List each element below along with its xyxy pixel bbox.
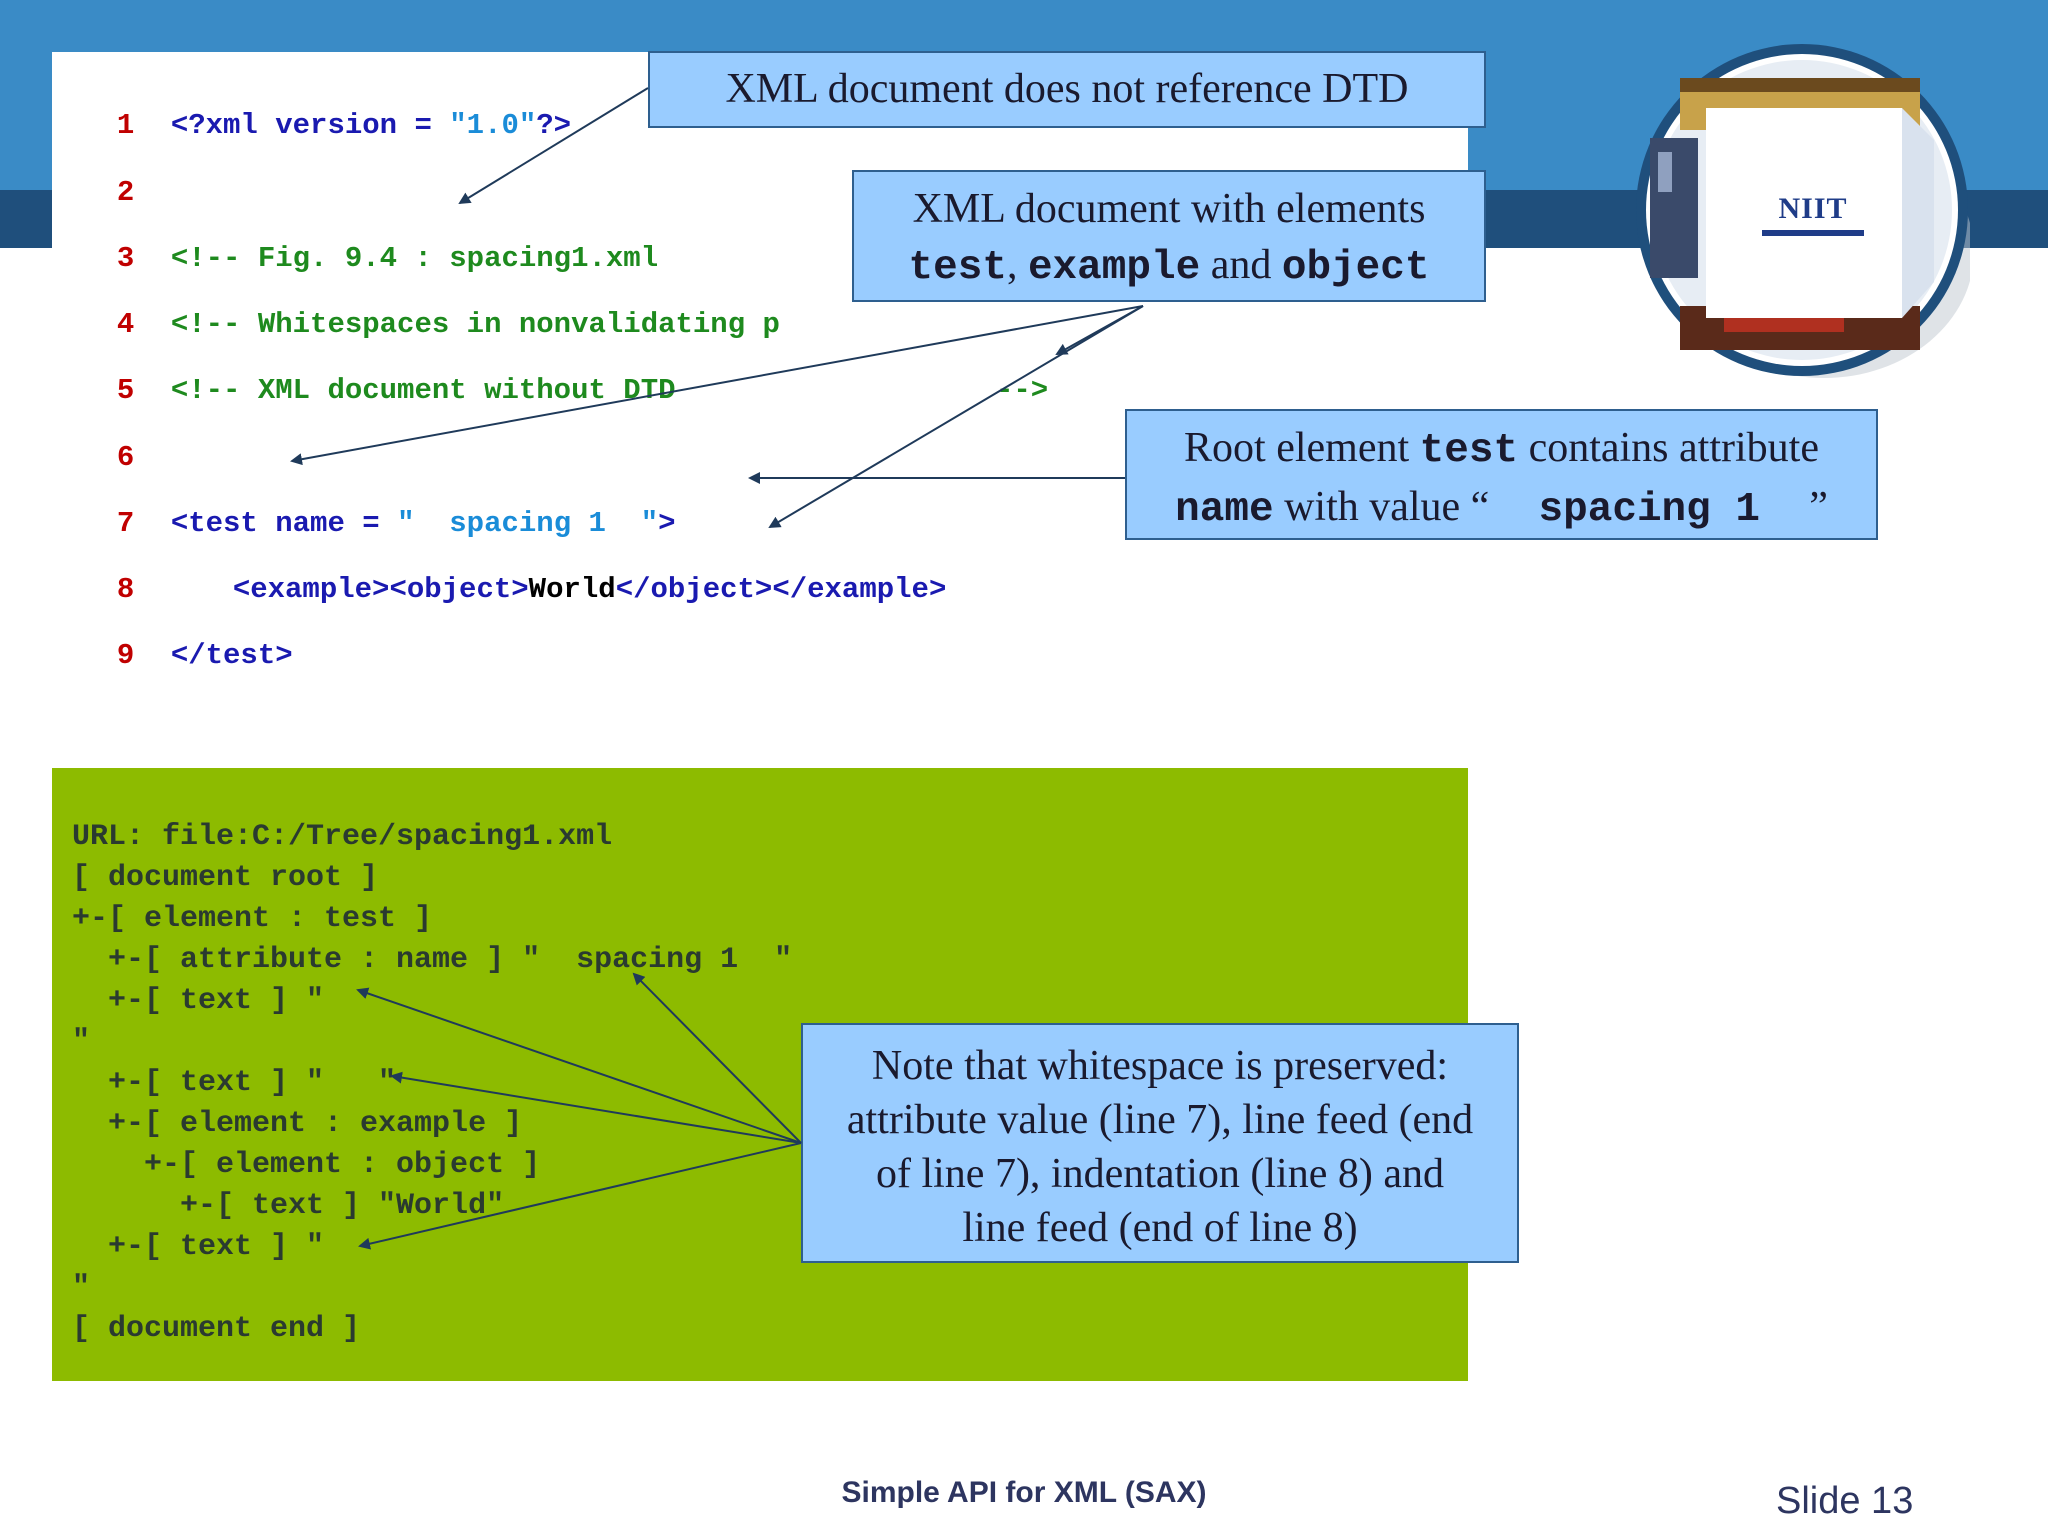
code-token: </test> (170, 639, 293, 672)
slide-number: Slide 13 (1776, 1480, 1914, 1522)
niit-logo-badge: NIIT (1634, 42, 1974, 378)
code-line-3: 3 <!-- Fig. 9.4 : spacing1.xml (82, 199, 658, 275)
code-token: <?xml version = (170, 109, 450, 142)
code-line-5: 5 <!-- XML document without DTD --> (82, 331, 1048, 407)
callout-no-dtd: XML document does not reference DTD (648, 51, 1486, 128)
attribute-value: spacing 1 (1489, 487, 1810, 533)
output-line: URL: file:C:/Tree/spacing1.xml (72, 820, 613, 854)
callout-text-elements: test, example and object (854, 237, 1484, 296)
output-line: " (72, 1025, 91, 1059)
output-line: +-[ element : example ] (72, 1107, 523, 1141)
niit-logo-icon (1636, 44, 1974, 378)
line-number: 3 (116, 242, 135, 275)
code-comment: <!-- XML document without DTD (170, 374, 676, 407)
callout-whitespace-note: Note that whitespace is preserved: attri… (801, 1023, 1519, 1263)
callout-text: contains attribute (1518, 425, 1819, 471)
line-number: 8 (116, 573, 135, 606)
code-token: "1.0" (449, 109, 537, 142)
code-token: ?> (536, 109, 572, 142)
callout-root-attribute: Root element test contains attribute nam… (1125, 409, 1878, 540)
output-line: [ document end ] (72, 1312, 361, 1346)
element-name: test (1419, 428, 1519, 474)
callout-text-line-2: name with value “ spacing 1 ” (1127, 479, 1876, 538)
output-line: +-[ text ] " (72, 984, 325, 1018)
output-line: +-[ attribute : name ] " spacing 1 " (72, 943, 793, 977)
element-name: example (1027, 245, 1201, 291)
output-line: +-[ text ] " " (72, 1066, 397, 1100)
code-token: > (658, 507, 676, 540)
code-line-6: 6 (82, 398, 171, 474)
line-number: 2 (116, 176, 135, 209)
output-line: +-[ element : test ] (72, 902, 433, 936)
callout-text: , (1006, 242, 1018, 288)
callout-text: XML document does not reference DTD (725, 66, 1409, 112)
output-line: +-[ text ] "World" (72, 1189, 505, 1223)
code-line-2: 2 (82, 133, 171, 209)
callout-text: with value “ (1273, 484, 1490, 530)
line-number: 9 (116, 639, 135, 672)
callout-elements: XML document with elements test, example… (852, 170, 1486, 302)
callout-text: XML document with elements (912, 186, 1426, 232)
line-number: 7 (116, 507, 135, 540)
line-number: 5 (116, 374, 135, 407)
code-line-4: 4<!-- Whitespaces in nonvalidating p (82, 265, 780, 341)
logo-underline (1762, 230, 1864, 236)
callout-text: Root element (1184, 425, 1420, 471)
line-number: 1 (116, 109, 135, 142)
callout-text: line feed (end of line 8) (962, 1205, 1358, 1251)
code-line-8: 8 <example><object>World</object></exampl… (82, 530, 947, 606)
output-line: +-[ text ] " (72, 1230, 325, 1264)
callout-text: of line 7), indentation (line 8) and (875, 1151, 1444, 1197)
code-token: </object></example> (615, 573, 947, 606)
callout-text: attribute value (line 7), line feed (end (846, 1097, 1474, 1143)
element-name: object (1281, 245, 1430, 291)
logo-text: NIIT (1778, 192, 1848, 225)
output-line: [ document root ] (72, 861, 379, 895)
code-token: " spacing 1 " (397, 507, 659, 540)
code-token: <test name = (170, 507, 398, 540)
output-line: " (72, 1271, 91, 1305)
line-number: 4 (116, 308, 135, 341)
line-number: 6 (116, 441, 135, 474)
code-line-1: 1 <?xml version = "1.0"?> (82, 66, 571, 142)
output-line: +-[ element : object ] (72, 1148, 541, 1182)
callout-text: ” (1809, 484, 1828, 530)
element-name: test (908, 245, 1007, 291)
code-token: World (528, 573, 616, 606)
code-comment-end: --> (996, 374, 1049, 407)
attribute-name: name (1175, 487, 1274, 533)
callout-text-line-1: Root element test contains attribute (1127, 420, 1876, 479)
code-line-9: 9 </test> (82, 596, 293, 672)
code-token: <example><object> (232, 573, 529, 606)
callout-text: and (1200, 242, 1282, 288)
code-line-7: 7 <test name = " spacing 1 "> (82, 464, 676, 540)
code-comment: <!-- Fig. 9.4 : spacing1.xml (170, 242, 659, 275)
footer-title: Simple API for XML (SAX) (841, 1476, 1207, 1509)
callout-text: Note that whitespace is preserved: (871, 1043, 1449, 1089)
